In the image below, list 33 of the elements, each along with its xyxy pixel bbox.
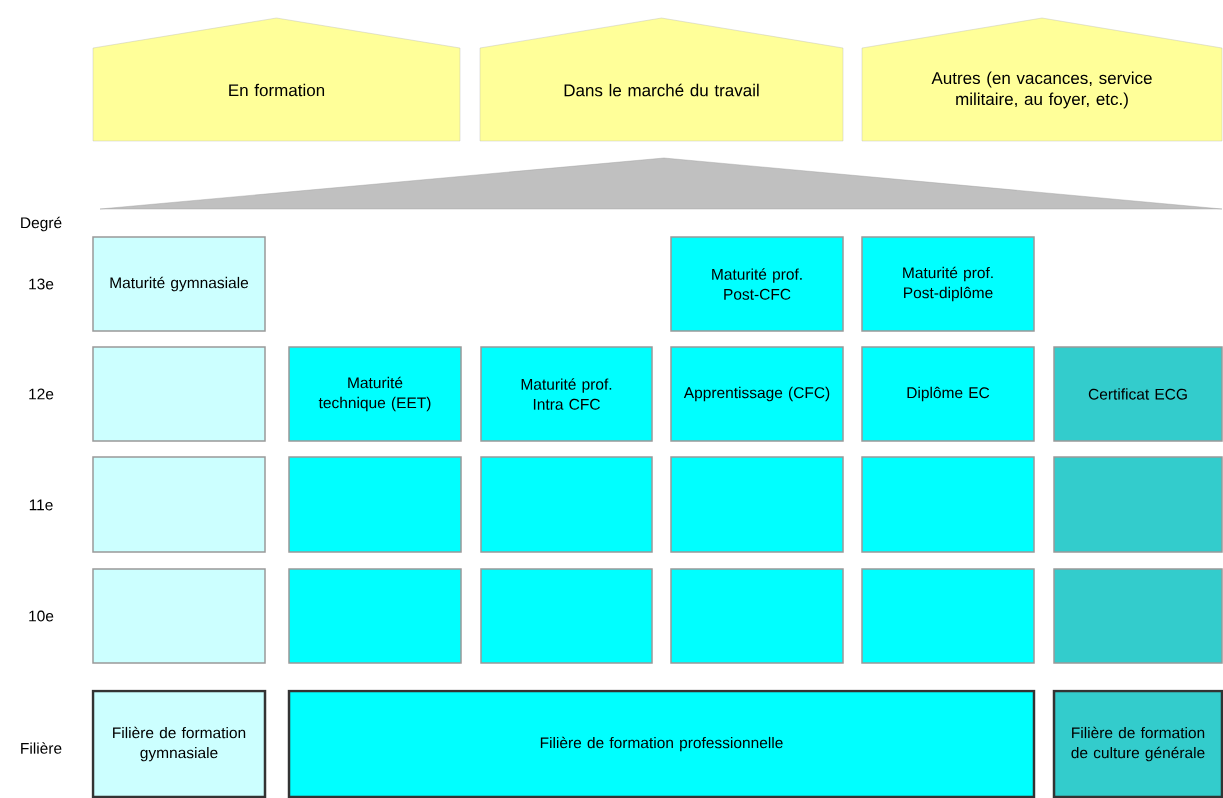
house-box: En formation xyxy=(92,17,461,142)
empty-box xyxy=(288,568,462,664)
empty-box xyxy=(92,568,266,664)
qualification-box: Maturité gymnasiale xyxy=(92,236,266,332)
empty-box xyxy=(92,456,266,553)
qualification-box: Apprentissage (CFC) xyxy=(670,346,844,442)
axis-label: Filière xyxy=(21,742,62,754)
empty-box xyxy=(1053,456,1223,553)
qualification-box: Maturité technique (EET) xyxy=(288,346,462,442)
row-label: 11e xyxy=(29,499,53,511)
row-label: 12e xyxy=(29,388,54,400)
empty-box xyxy=(92,346,266,442)
qualification-box: Maturité prof. Intra CFC xyxy=(480,346,653,442)
empty-box xyxy=(1053,568,1223,664)
empty-box xyxy=(288,456,462,553)
house-box: Dans le marché du travail xyxy=(479,17,844,142)
empty-box xyxy=(480,568,653,664)
axis-label: Degré xyxy=(21,216,62,232)
qualification-box: Maturité prof. Post-CFC xyxy=(670,236,844,332)
empty-box xyxy=(670,456,844,553)
track-box: Filière de formation gymnasiale xyxy=(91,689,267,798)
row-label: 10e xyxy=(29,610,54,622)
track-box: Filière de formation de culture générale xyxy=(1052,689,1223,798)
house-box: Autres (en vacances, service militaire, au foyer, etc.) xyxy=(861,17,1223,142)
qualification-box: Maturité prof. Post-diplôme xyxy=(861,236,1035,332)
qualification-box: Diplôme EC xyxy=(861,346,1035,442)
empty-box xyxy=(670,568,844,664)
row-label: 13e xyxy=(29,278,54,290)
empty-box xyxy=(861,456,1035,553)
track-box: Filière de formation professionnelle xyxy=(287,689,1036,798)
empty-box xyxy=(861,568,1035,664)
qualification-box: Certificat ECG xyxy=(1053,346,1223,442)
empty-box xyxy=(480,456,653,553)
